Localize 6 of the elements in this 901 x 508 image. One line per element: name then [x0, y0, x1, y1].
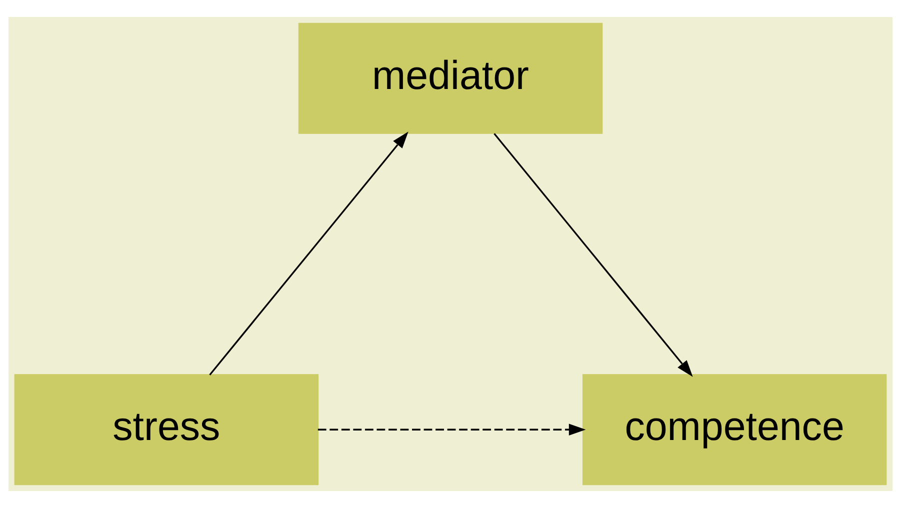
node-box: mediator — [298, 22, 603, 134]
arrow — [494, 133, 693, 377]
node-box: competence — [582, 374, 887, 486]
node-box: stress — [14, 374, 319, 486]
arrow — [209, 132, 408, 376]
arrow — [318, 424, 586, 436]
